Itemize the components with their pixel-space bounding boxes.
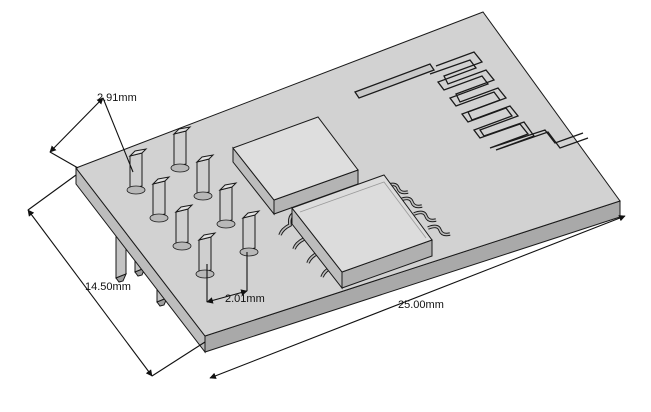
label-board-length: 25.00mm <box>398 299 444 311</box>
ext-line-a <box>102 97 134 173</box>
shield-chip <box>232 116 359 216</box>
soic-lead-highlight <box>399 197 423 208</box>
antenna-trace <box>354 51 589 151</box>
ext-line-c <box>27 174 77 211</box>
label-board-width: 14.50mm <box>85 281 131 293</box>
pin-solder-pad <box>195 269 215 279</box>
label-pin-pitch-row: 2.01mm <box>225 293 265 305</box>
ext-line-d <box>151 341 206 377</box>
upper-header-pin-top <box>218 182 238 191</box>
shield-chip-top <box>232 116 359 201</box>
pin-solder-pad <box>149 213 169 223</box>
label-pin-pitch-depth: 2.91mm <box>97 92 137 104</box>
pin-solder-pad <box>193 191 213 201</box>
upper-header-pin-top <box>172 126 192 135</box>
pin-solder-pad <box>239 247 259 257</box>
upper-header-pin-top <box>128 148 148 157</box>
upper-header-pin-top <box>195 154 215 163</box>
upper-header-pin <box>196 158 210 196</box>
pin-solder-pad <box>172 241 192 251</box>
ext-line-b <box>49 151 79 169</box>
upper-header-pin <box>152 180 166 218</box>
upper-header-pin <box>129 152 143 190</box>
upper-header-pin-top <box>151 176 171 185</box>
upper-header-pin <box>242 214 256 252</box>
upper-header-pin <box>175 208 189 246</box>
dimension-annotations <box>27 97 626 379</box>
pin-solder-pad <box>216 219 236 229</box>
upper-header-pin <box>173 130 187 168</box>
upper-header-pin <box>198 236 212 274</box>
pin-solder-pad <box>170 163 190 173</box>
dim-line-pin-pitch-depth <box>49 97 104 153</box>
dim-line-board-length <box>209 215 626 379</box>
upper-header-pin-top <box>174 204 194 213</box>
pin-solder-pad <box>126 185 146 195</box>
upper-header-pin <box>219 186 233 224</box>
dim-line-board-width <box>27 209 153 377</box>
